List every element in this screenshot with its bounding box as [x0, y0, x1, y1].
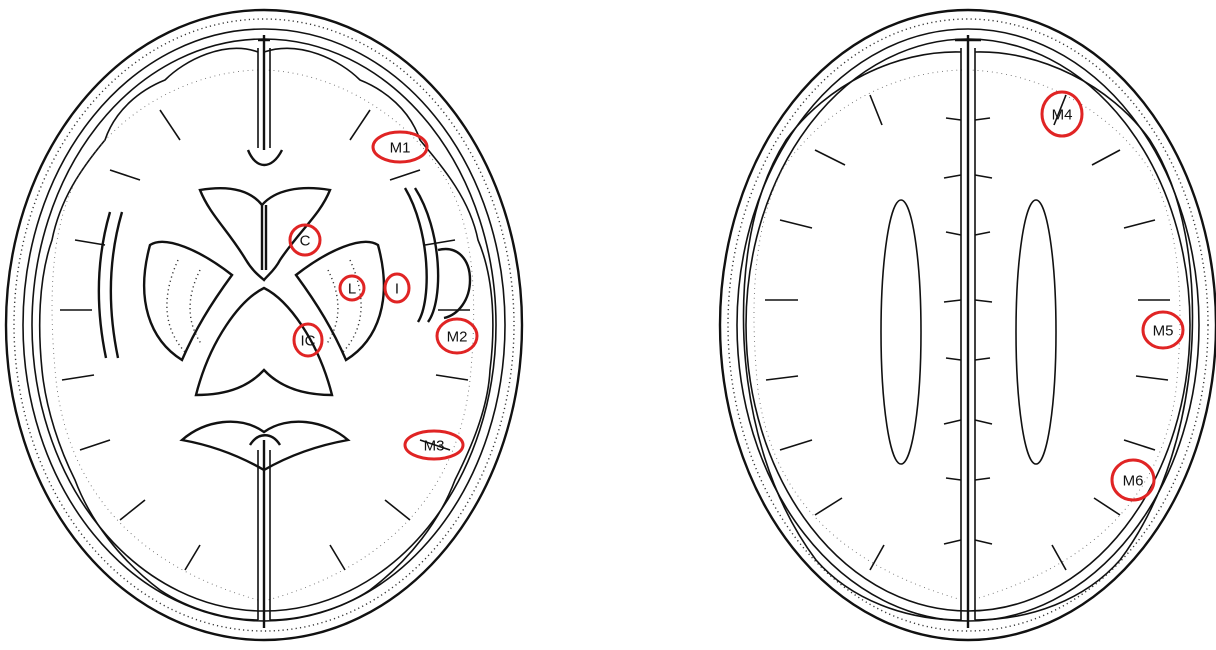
region-marker-i: I	[385, 274, 409, 302]
region-marker-l: L	[340, 276, 364, 300]
marker-label-l: L	[348, 281, 356, 298]
left-falx-anterior	[248, 35, 282, 165]
marker-label-c: C	[300, 233, 311, 250]
left-insula-l	[99, 212, 110, 358]
right-falx	[955, 35, 981, 628]
marker-label-m1: M1	[390, 140, 411, 157]
region-marker-m2: M2	[437, 319, 477, 353]
region-marker-m3: M3	[405, 431, 463, 459]
region-marker-m1: M1	[373, 132, 427, 162]
left-lentiform-arcs-r	[326, 260, 361, 352]
marker-label-m2: M2	[447, 329, 468, 346]
marker-label-ic: IC	[301, 333, 316, 350]
marker-label-m5: M5	[1153, 323, 1174, 340]
marker-label-m3: M3	[424, 438, 445, 455]
right-cortex-stipple-r	[968, 70, 1180, 600]
region-marker-m5: M5	[1143, 312, 1183, 348]
left-insula-r	[405, 188, 427, 322]
right-ventricle-right	[1016, 200, 1056, 464]
left-insula-l2	[111, 212, 122, 358]
left-lentiform-arcs-l	[167, 260, 202, 352]
right-cortex-stipple-l	[754, 70, 962, 600]
left-temporal-gyrus	[438, 249, 470, 318]
region-marker-ic: IC	[294, 324, 322, 356]
left-third-ventricle	[262, 205, 266, 270]
marker-label-m6: M6	[1123, 473, 1144, 490]
region-marker-m4: M4	[1042, 92, 1082, 136]
left-cortex-outline	[40, 48, 493, 620]
right-ventricle-left	[881, 200, 921, 464]
marker-label-m4: M4	[1052, 107, 1073, 124]
left-lentiform-l	[144, 242, 232, 360]
region-marker-m6: M6	[1112, 460, 1154, 500]
marker-label-i: I	[395, 281, 399, 298]
right-brain-slice	[720, 10, 1216, 640]
left-brain-slice	[6, 10, 522, 640]
